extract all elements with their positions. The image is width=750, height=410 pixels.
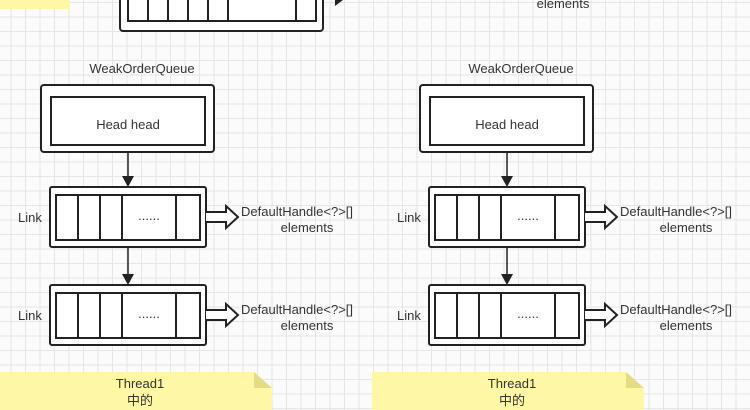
link-label: Link — [18, 210, 42, 225]
link-node: Link...... DefaultHandle<?>[]elements — [397, 186, 732, 248]
arrow-down-icon — [122, 274, 134, 285]
target-name-label: elements — [660, 220, 713, 235]
link-node: Link...... DefaultHandle<?>[]elements — [397, 284, 732, 346]
link-label: Link — [18, 308, 42, 323]
head-box — [50, 96, 206, 146]
queue-title: WeakOrderQueue — [468, 61, 573, 76]
target-type-label: DefaultHandle<?>[] — [620, 302, 732, 317]
note-line2: 中的 — [499, 393, 525, 408]
note-shape — [372, 372, 644, 410]
target-name-label: elements — [281, 220, 334, 235]
top-note-partial — [0, 0, 70, 9]
arrow-down-icon — [501, 274, 513, 285]
thread-note: Thread1 中的 — [0, 372, 272, 410]
note-line1: Thread1 — [116, 376, 164, 391]
link-label: Link — [397, 308, 421, 323]
ellipsis-dots: ...... — [138, 208, 160, 223]
ellipsis-dots: ...... — [517, 306, 539, 321]
target-type-label: DefaultHandle<?>[] — [620, 204, 732, 219]
target-name-label: elements — [281, 318, 334, 333]
note-line2: 中的 — [127, 393, 153, 408]
note-line1: Thread1 — [488, 376, 536, 391]
top-array-box — [127, 0, 317, 22]
hollow-arrow-right-icon — [206, 203, 240, 231]
top-arrow-icon — [335, 0, 343, 6]
arrow-down-icon — [122, 176, 134, 187]
thread-note: Thread1 中的 — [372, 372, 644, 410]
target-type-label: DefaultHandle<?>[] — [241, 302, 353, 317]
note-shape — [0, 372, 272, 410]
target-name-label: elements — [660, 318, 713, 333]
ellipsis-dots: ...... — [138, 306, 160, 321]
head-label: Head head — [475, 117, 539, 132]
head-box — [429, 96, 585, 146]
head-label: Head head — [96, 117, 160, 132]
arrow-down-icon — [501, 176, 513, 187]
note-fold-icon — [626, 372, 644, 388]
link-label: Link — [397, 210, 421, 225]
target-type-label: DefaultHandle<?>[] — [241, 204, 353, 219]
hollow-arrow-right-icon — [585, 301, 619, 329]
top-partial-link: elements — [0, 0, 590, 32]
link-node: Link...... DefaultHandle<?>[]elements — [18, 284, 353, 346]
ellipsis-dots: ...... — [517, 208, 539, 223]
note-fold-icon — [254, 372, 272, 388]
top-elements-label: elements — [537, 0, 590, 11]
link-node: Link...... DefaultHandle<?>[]elements — [18, 186, 353, 248]
queue-title: WeakOrderQueue — [89, 61, 194, 76]
hollow-arrow-right-icon — [585, 203, 619, 231]
hollow-arrow-right-icon — [206, 301, 240, 329]
